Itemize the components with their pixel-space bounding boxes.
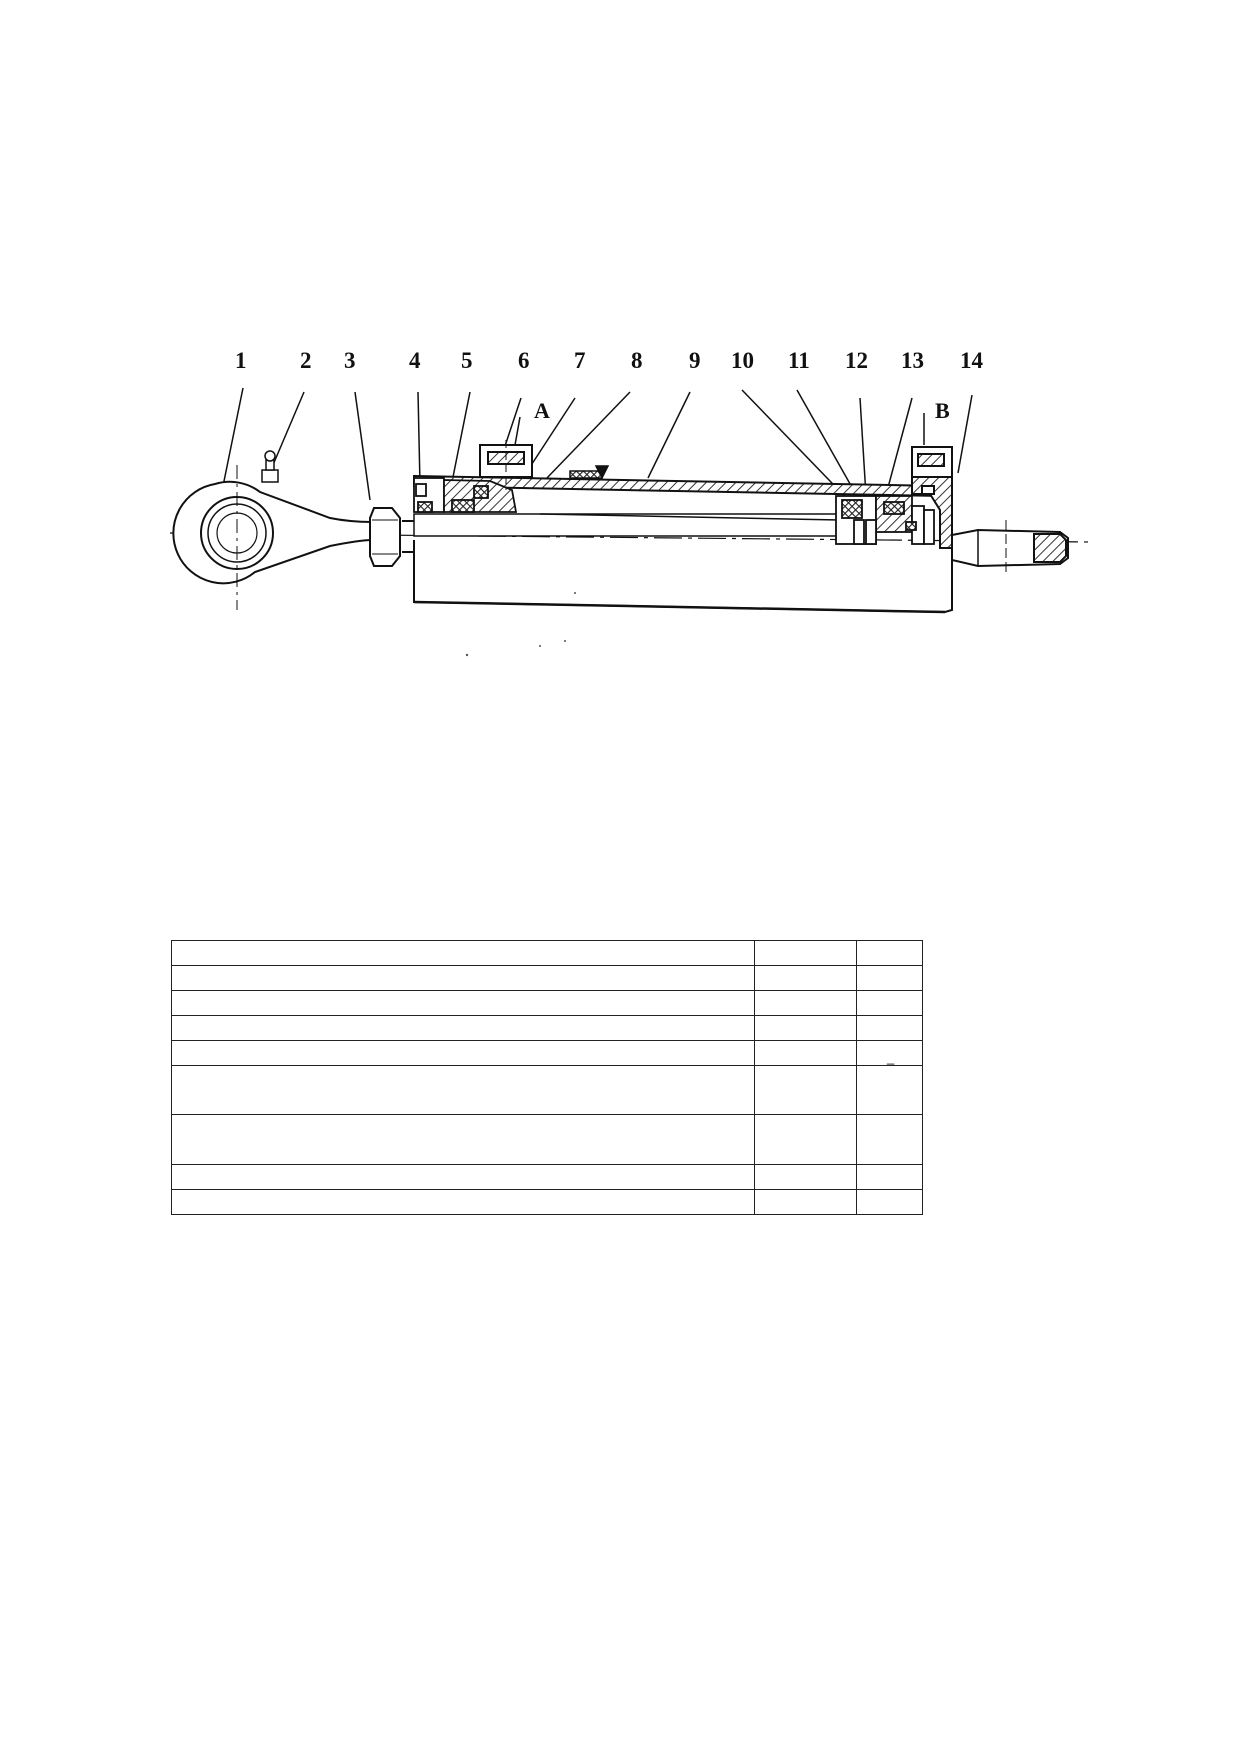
part-number-label: 9 — [689, 348, 701, 373]
table-cell: _ — [856, 1040, 923, 1066]
table-cell — [754, 1015, 857, 1041]
table-cell — [856, 940, 923, 966]
table-cell — [754, 1164, 857, 1190]
table-cell — [171, 1164, 755, 1190]
part-number-label: 11 — [788, 348, 810, 373]
table-row — [171, 1114, 923, 1165]
table-row — [171, 940, 923, 966]
table-cell — [754, 1065, 857, 1115]
part-number-label: 10 — [731, 348, 754, 373]
table-row — [171, 1189, 923, 1215]
part-number-label: 2 — [300, 348, 312, 373]
table-cell — [856, 965, 923, 991]
table-cell — [171, 1015, 755, 1041]
table-row — [171, 990, 923, 1016]
part-number-label: 12 — [845, 348, 868, 373]
table-cell — [171, 1114, 755, 1165]
table-cell — [171, 1040, 755, 1066]
port-b-label: B — [935, 398, 950, 423]
part-number-label: 4 — [409, 348, 421, 373]
gland-assembly — [413, 477, 518, 513]
table-cell — [754, 990, 857, 1016]
port-a-fitting — [479, 440, 533, 490]
part-number-label: 13 — [901, 348, 924, 373]
table-cell — [856, 1065, 923, 1115]
lock-nut — [369, 507, 414, 567]
part-number-label: 5 — [461, 348, 473, 373]
part-number-label: 3 — [344, 348, 356, 373]
part-number-label: 6 — [518, 348, 530, 373]
part-number-label: 14 — [960, 348, 984, 373]
table-cell — [754, 1040, 857, 1066]
table-cell — [171, 1065, 755, 1115]
piston-assembly — [835, 495, 935, 545]
table-cell — [171, 965, 755, 991]
cap-end — [911, 446, 953, 549]
table-cell — [856, 1189, 923, 1215]
table-row — [171, 1164, 923, 1190]
grease-nipple — [261, 450, 279, 483]
cylinder-body — [413, 474, 953, 614]
port-a-label: A — [534, 398, 550, 423]
part-number-label: 7 — [574, 348, 586, 373]
table-cell — [754, 940, 857, 966]
part-number-label: 8 — [631, 348, 643, 373]
table-cell — [171, 940, 755, 966]
table-row — [171, 965, 923, 991]
mounting-stud — [951, 520, 1069, 575]
table-cell — [856, 1114, 923, 1165]
table-row — [171, 1015, 923, 1041]
table-cell-mark: _ — [887, 1049, 895, 1065]
table-cell — [754, 1189, 857, 1215]
scan-marks — [465, 592, 576, 657]
rod-end-eye — [172, 465, 373, 610]
spec-table: _ — [171, 940, 923, 1215]
part-number-label: 1 — [235, 348, 247, 373]
table-cell — [754, 965, 857, 991]
table-row — [171, 1065, 923, 1115]
table-cell — [171, 1189, 755, 1215]
table-cell — [754, 1114, 857, 1165]
table-cell — [856, 1164, 923, 1190]
table-cell — [171, 990, 755, 1016]
table-cell — [856, 990, 923, 1016]
part-number-labels: 1 2 3 4 5 6 7 8 9 10 11 12 13 14 — [235, 348, 984, 373]
table-row: _ — [171, 1040, 923, 1066]
tube-plug — [569, 465, 610, 480]
table-cell — [856, 1015, 923, 1041]
